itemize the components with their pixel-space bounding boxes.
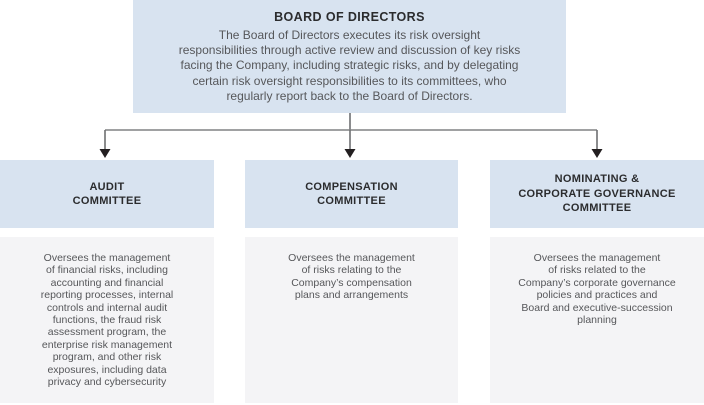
board-description: The Board of Directors executes its risk… — [178, 28, 521, 103]
committee-header-nominating: NOMINATING & CORPORATE GOVERNANCE COMMIT… — [490, 160, 704, 228]
committee-description-compensation: Oversees the management of risks relatin… — [245, 237, 458, 403]
arrow-down-icon — [591, 149, 603, 158]
committee-description-audit: Oversees the management of financial ris… — [0, 237, 214, 403]
board-of-directors-box: BOARD OF DIRECTORS The Board of Director… — [133, 0, 566, 113]
arrow-down-icon — [344, 149, 356, 158]
committee-header-audit: AUDIT COMMITTEE — [0, 160, 214, 228]
committee-header-compensation: COMPENSATION COMMITTEE — [245, 160, 458, 228]
committee-description-nominating: Oversees the management of risks related… — [490, 237, 704, 403]
board-title: BOARD OF DIRECTORS — [274, 10, 425, 24]
arrow-down-icon — [99, 149, 111, 158]
